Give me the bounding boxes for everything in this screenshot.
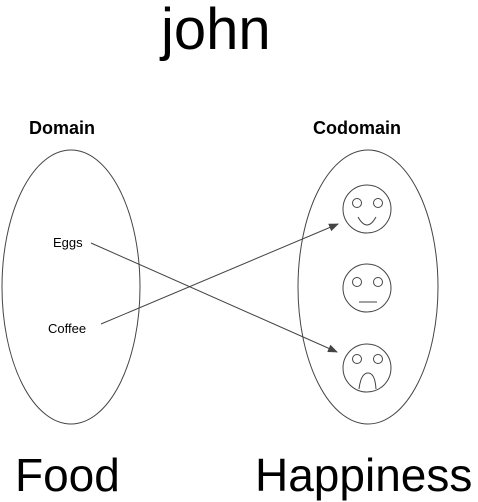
domain-label: Domain	[29, 118, 96, 138]
sad-face-icon	[342, 343, 392, 393]
neutral-face-icon	[342, 263, 392, 313]
arrow-eggs-to-sad	[90, 242, 338, 353]
domain-element-eggs: Eggs	[53, 235, 83, 250]
diagram-title: john	[161, 0, 271, 62]
codomain-set-ellipse	[297, 149, 439, 425]
domain-set-ellipse	[1, 149, 141, 425]
arrow-coffee-to-happy	[100, 223, 339, 325]
codomain-label: Codomain	[313, 118, 401, 138]
codomain-set-name: Happiness	[255, 449, 473, 501]
happy-face-icon	[342, 184, 392, 234]
domain-element-coffee: Coffee	[48, 321, 87, 336]
domain-set-name: Food	[15, 449, 120, 501]
